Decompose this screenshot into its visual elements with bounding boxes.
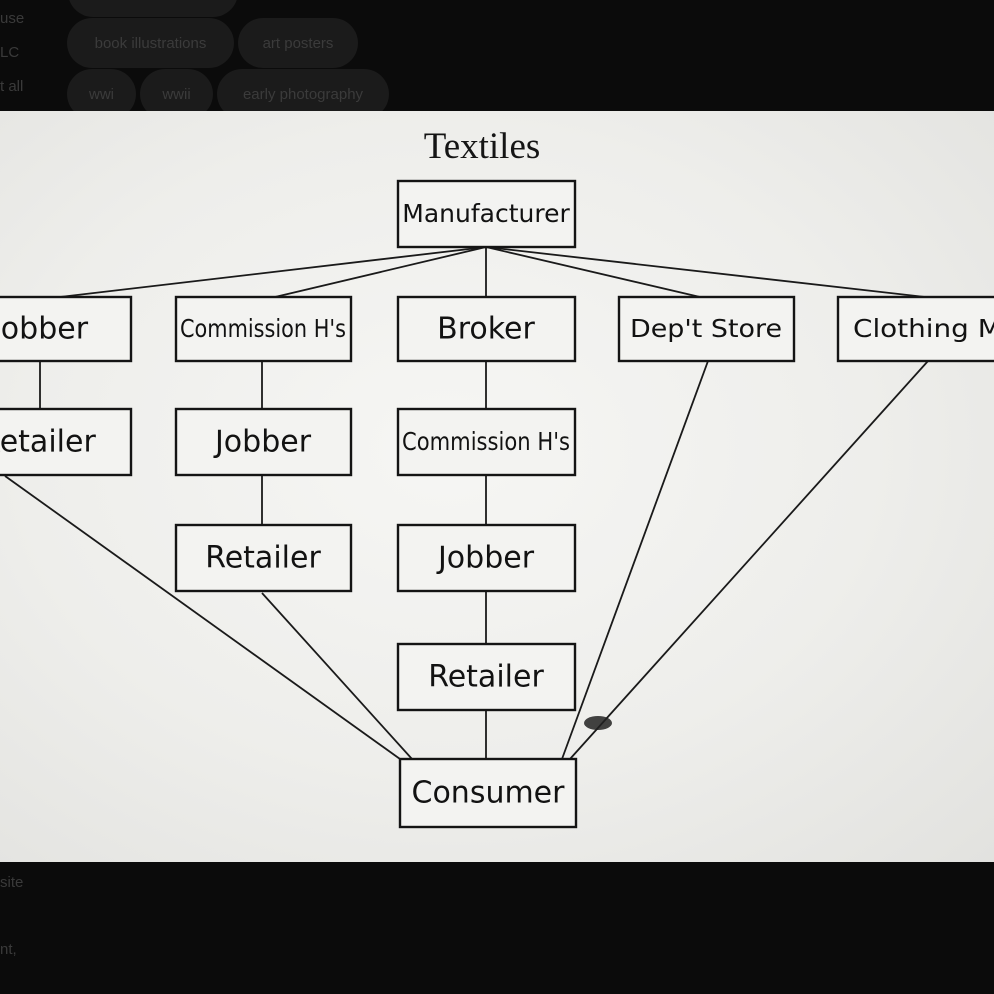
svg-text:Jobber: Jobber bbox=[213, 425, 312, 460]
node-commission-house-center: Commission H's bbox=[396, 407, 577, 477]
node-dept-store: Dep't Store bbox=[617, 295, 796, 363]
tag-chip-art-posters[interactable]: art posters bbox=[238, 18, 358, 68]
svg-text:Retailer: Retailer bbox=[0, 425, 96, 460]
side-text-fragment: LC bbox=[0, 44, 20, 61]
svg-text:Commission H's: Commission H's bbox=[402, 427, 570, 456]
node-retailer-center: Retailer bbox=[396, 642, 577, 712]
node-jobber-second: Jobber bbox=[174, 407, 353, 477]
svg-text:Consumer: Consumer bbox=[412, 776, 566, 811]
svg-text:Retailer: Retailer bbox=[428, 660, 544, 695]
side-text-fragment: nt, bbox=[0, 941, 17, 958]
node-retailer-second: Retailer bbox=[174, 523, 353, 593]
textiles-flow-diagram: Textiles Manufacturer Jobber Commission … bbox=[0, 126, 994, 829]
diagram-title: Textiles bbox=[424, 126, 541, 167]
node-retailer-left: Retailer bbox=[0, 407, 133, 477]
tag-chip-book-illustrations[interactable]: book illustrations bbox=[67, 18, 234, 68]
node-broker: Broker bbox=[396, 295, 577, 363]
side-text-fragment: t all bbox=[0, 78, 24, 95]
svg-text:Dep't Store: Dep't Store bbox=[630, 314, 782, 343]
tag-chip-wwii[interactable]: wwii bbox=[140, 69, 213, 119]
side-text-fragment: site bbox=[0, 874, 24, 891]
svg-text:Manufacturer: Manufacturer bbox=[402, 199, 570, 228]
node-jobber-left: Jobber bbox=[0, 295, 133, 363]
node-commission-house-left: Commission H's bbox=[174, 295, 353, 363]
node-manufacturer: Manufacturer bbox=[396, 179, 577, 249]
ink-smudge bbox=[584, 716, 612, 730]
svg-text:Jobber: Jobber bbox=[0, 312, 89, 347]
svg-text:Broker: Broker bbox=[437, 312, 535, 347]
svg-text:Commission H's: Commission H's bbox=[180, 314, 346, 343]
tag-chip-wwi[interactable]: wwi bbox=[67, 69, 136, 119]
tag-chip[interactable] bbox=[68, 0, 238, 17]
tag-chip-early-photography[interactable]: early photography bbox=[217, 69, 389, 119]
side-text-fragment: use bbox=[0, 10, 25, 27]
node-consumer: Consumer bbox=[398, 757, 578, 829]
svg-text:Retailer: Retailer bbox=[205, 541, 321, 576]
node-jobber-center: Jobber bbox=[396, 523, 577, 593]
svg-text:Clothing Mfr: Clothing Mfr bbox=[853, 314, 994, 343]
node-clothing-mfr: Clothing Mfr bbox=[836, 295, 994, 363]
svg-text:Jobber: Jobber bbox=[436, 541, 535, 576]
diagram-image[interactable]: Textiles Manufacturer Jobber Commission … bbox=[0, 111, 994, 862]
